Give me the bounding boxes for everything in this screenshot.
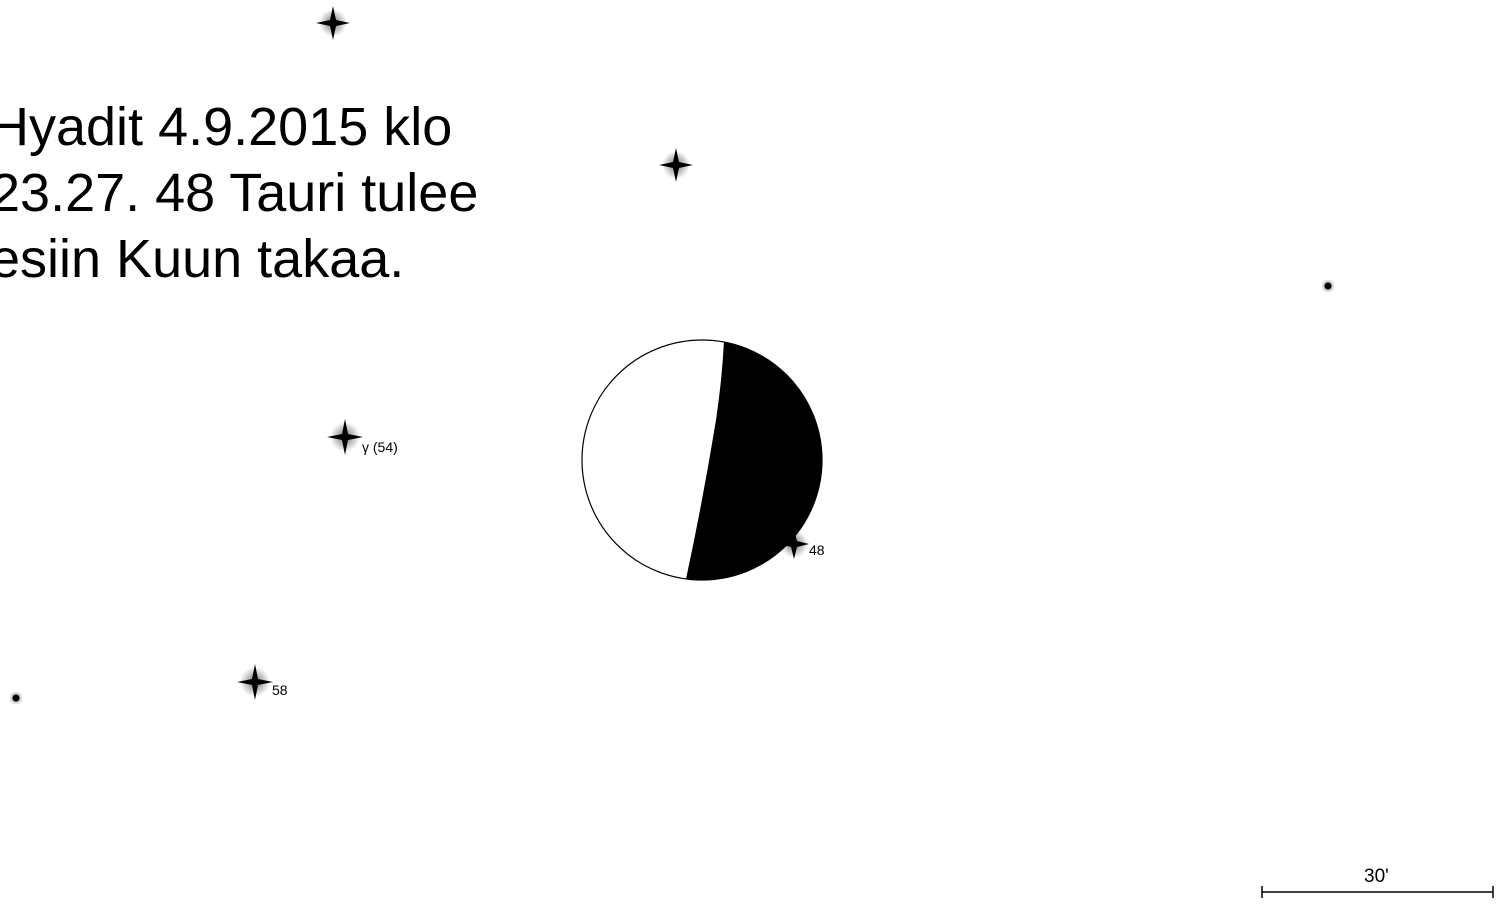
- stars-layer: γ (54) 48 58: [9, 6, 1335, 705]
- star-label-48: 48: [809, 542, 825, 558]
- star-top: [316, 6, 350, 40]
- scale-bar: 30': [1261, 866, 1494, 898]
- star-label-gamma-54: γ (54): [362, 439, 398, 455]
- star-right: [1321, 279, 1335, 293]
- star-gamma-54: [327, 419, 363, 455]
- star-label-58: 58: [272, 682, 288, 698]
- star-48: [779, 529, 809, 559]
- star-upper-mid: [659, 148, 693, 182]
- star-58: [237, 664, 273, 700]
- moon-shadow: [686, 341, 822, 580]
- star-left: [9, 691, 23, 705]
- moon: [581, 339, 823, 581]
- scale-bar-label: 30': [1364, 866, 1389, 887]
- chart-caption: Hyadit 4.9.2015 klo 23.27. 48 Tauri tule…: [0, 97, 479, 289]
